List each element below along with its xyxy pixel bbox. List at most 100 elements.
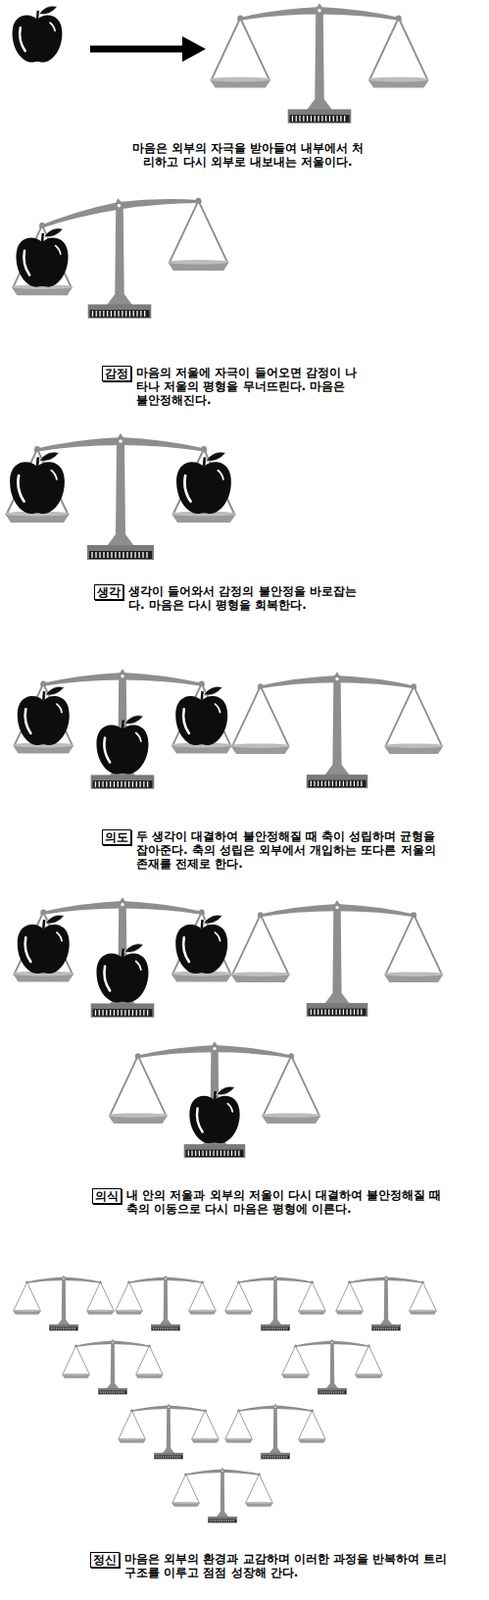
apple-body bbox=[17, 695, 70, 745]
base-tick bbox=[73, 1326, 75, 1330]
pan-string bbox=[355, 1345, 383, 1374]
scale-beam bbox=[237, 1403, 313, 1412]
base-tick bbox=[216, 1518, 218, 1522]
base-tick bbox=[324, 1009, 326, 1016]
pan-rim bbox=[135, 1372, 164, 1375]
base-tick bbox=[332, 1009, 334, 1016]
base-tick bbox=[314, 115, 316, 122]
base-tick bbox=[224, 1150, 226, 1157]
base-tick bbox=[276, 1326, 278, 1330]
scale-base-band bbox=[290, 114, 350, 123]
base-tick bbox=[74, 1326, 76, 1330]
scale-base bbox=[260, 1323, 291, 1331]
apple-leaf bbox=[45, 914, 65, 924]
base-tick bbox=[219, 1518, 221, 1522]
base-tick bbox=[328, 781, 330, 787]
pan-string bbox=[263, 1055, 320, 1116]
apple-leaf bbox=[124, 943, 145, 953]
scale-base-band bbox=[154, 1454, 183, 1459]
balance-scale bbox=[335, 1274, 438, 1331]
base-tick bbox=[346, 1009, 348, 1016]
base-tick bbox=[343, 115, 345, 122]
apple bbox=[12, 5, 63, 62]
balance-scale bbox=[224, 1403, 327, 1460]
beam-knob bbox=[331, 899, 343, 908]
base-tick bbox=[191, 1150, 193, 1157]
scale-post bbox=[380, 1279, 392, 1325]
pan-rim bbox=[354, 1372, 384, 1375]
scale-beam bbox=[257, 671, 417, 688]
base-tick bbox=[169, 1326, 171, 1330]
beam-knob bbox=[331, 671, 343, 680]
balance-scale bbox=[230, 671, 443, 788]
base-tick bbox=[120, 1390, 122, 1394]
beam-bar bbox=[130, 1404, 206, 1412]
beam-pivot bbox=[274, 1405, 277, 1408]
base-tick bbox=[157, 1455, 159, 1459]
pan-rim bbox=[224, 1309, 253, 1312]
apple-body bbox=[17, 924, 70, 974]
apple-highlight bbox=[56, 931, 62, 941]
base-tick bbox=[146, 551, 147, 558]
balance-scale bbox=[209, 2, 430, 124]
scale-base bbox=[91, 774, 155, 788]
scale-base-band bbox=[93, 780, 153, 788]
base-tick bbox=[360, 1009, 362, 1016]
base-tick bbox=[283, 1455, 285, 1459]
pan-string bbox=[62, 1345, 90, 1374]
base-tick bbox=[53, 1326, 55, 1330]
base-tick bbox=[136, 310, 138, 317]
base-tick bbox=[342, 1009, 344, 1016]
caption-text: 두 생각이 대결하여 불안정해질 때 축이 성립하며 균형을 잡아준다. 축의 … bbox=[136, 829, 448, 871]
beam-pivot bbox=[335, 677, 339, 681]
apple-highlight bbox=[55, 245, 61, 255]
scale-base-band bbox=[93, 1008, 153, 1017]
apple-highlight bbox=[19, 27, 26, 51]
beam-pivot bbox=[118, 439, 123, 443]
base-tick bbox=[95, 781, 97, 787]
base-tick bbox=[171, 1455, 173, 1459]
pan-rim bbox=[107, 1112, 168, 1118]
base-tick bbox=[218, 1518, 220, 1522]
apple-stem bbox=[121, 948, 125, 958]
base-tick bbox=[349, 1009, 351, 1016]
pan-rim bbox=[209, 77, 272, 83]
base-tick bbox=[128, 1009, 130, 1016]
base-tick bbox=[144, 310, 146, 317]
base-tick bbox=[302, 115, 304, 122]
base-tick bbox=[390, 1326, 392, 1330]
base-tick bbox=[357, 781, 359, 787]
beam-bar bbox=[237, 1275, 313, 1283]
scale-base bbox=[306, 1002, 369, 1017]
base-tick bbox=[328, 1009, 330, 1016]
box-word: 의식 bbox=[95, 1188, 119, 1203]
base-tick bbox=[106, 1390, 108, 1394]
apple-highlight bbox=[214, 703, 220, 713]
pan-string bbox=[13, 225, 72, 288]
base-tick bbox=[382, 1326, 384, 1330]
scale-beam bbox=[37, 185, 202, 229]
base-tick bbox=[317, 1009, 319, 1016]
balance-scale bbox=[12, 668, 233, 789]
apple-highlight bbox=[214, 931, 220, 941]
apple-leaf bbox=[202, 914, 223, 924]
base-tick bbox=[132, 781, 134, 787]
base-tick bbox=[230, 1518, 232, 1522]
base-tick bbox=[117, 310, 119, 317]
balance-scale bbox=[114, 1274, 217, 1331]
base-tick bbox=[321, 781, 323, 787]
beam-knob bbox=[112, 196, 126, 207]
beam-bar bbox=[257, 903, 417, 918]
base-tick bbox=[283, 1326, 285, 1330]
pan-string bbox=[211, 17, 270, 80]
pan-string bbox=[225, 1281, 252, 1311]
base-tick bbox=[161, 1326, 163, 1330]
beam-pivot bbox=[331, 1340, 334, 1343]
base-tick bbox=[349, 781, 351, 787]
scale-beam bbox=[74, 1338, 150, 1347]
beam-bar bbox=[40, 900, 204, 915]
base-tick bbox=[265, 1455, 267, 1459]
base-tick bbox=[212, 1150, 214, 1157]
base-tick bbox=[92, 310, 94, 317]
